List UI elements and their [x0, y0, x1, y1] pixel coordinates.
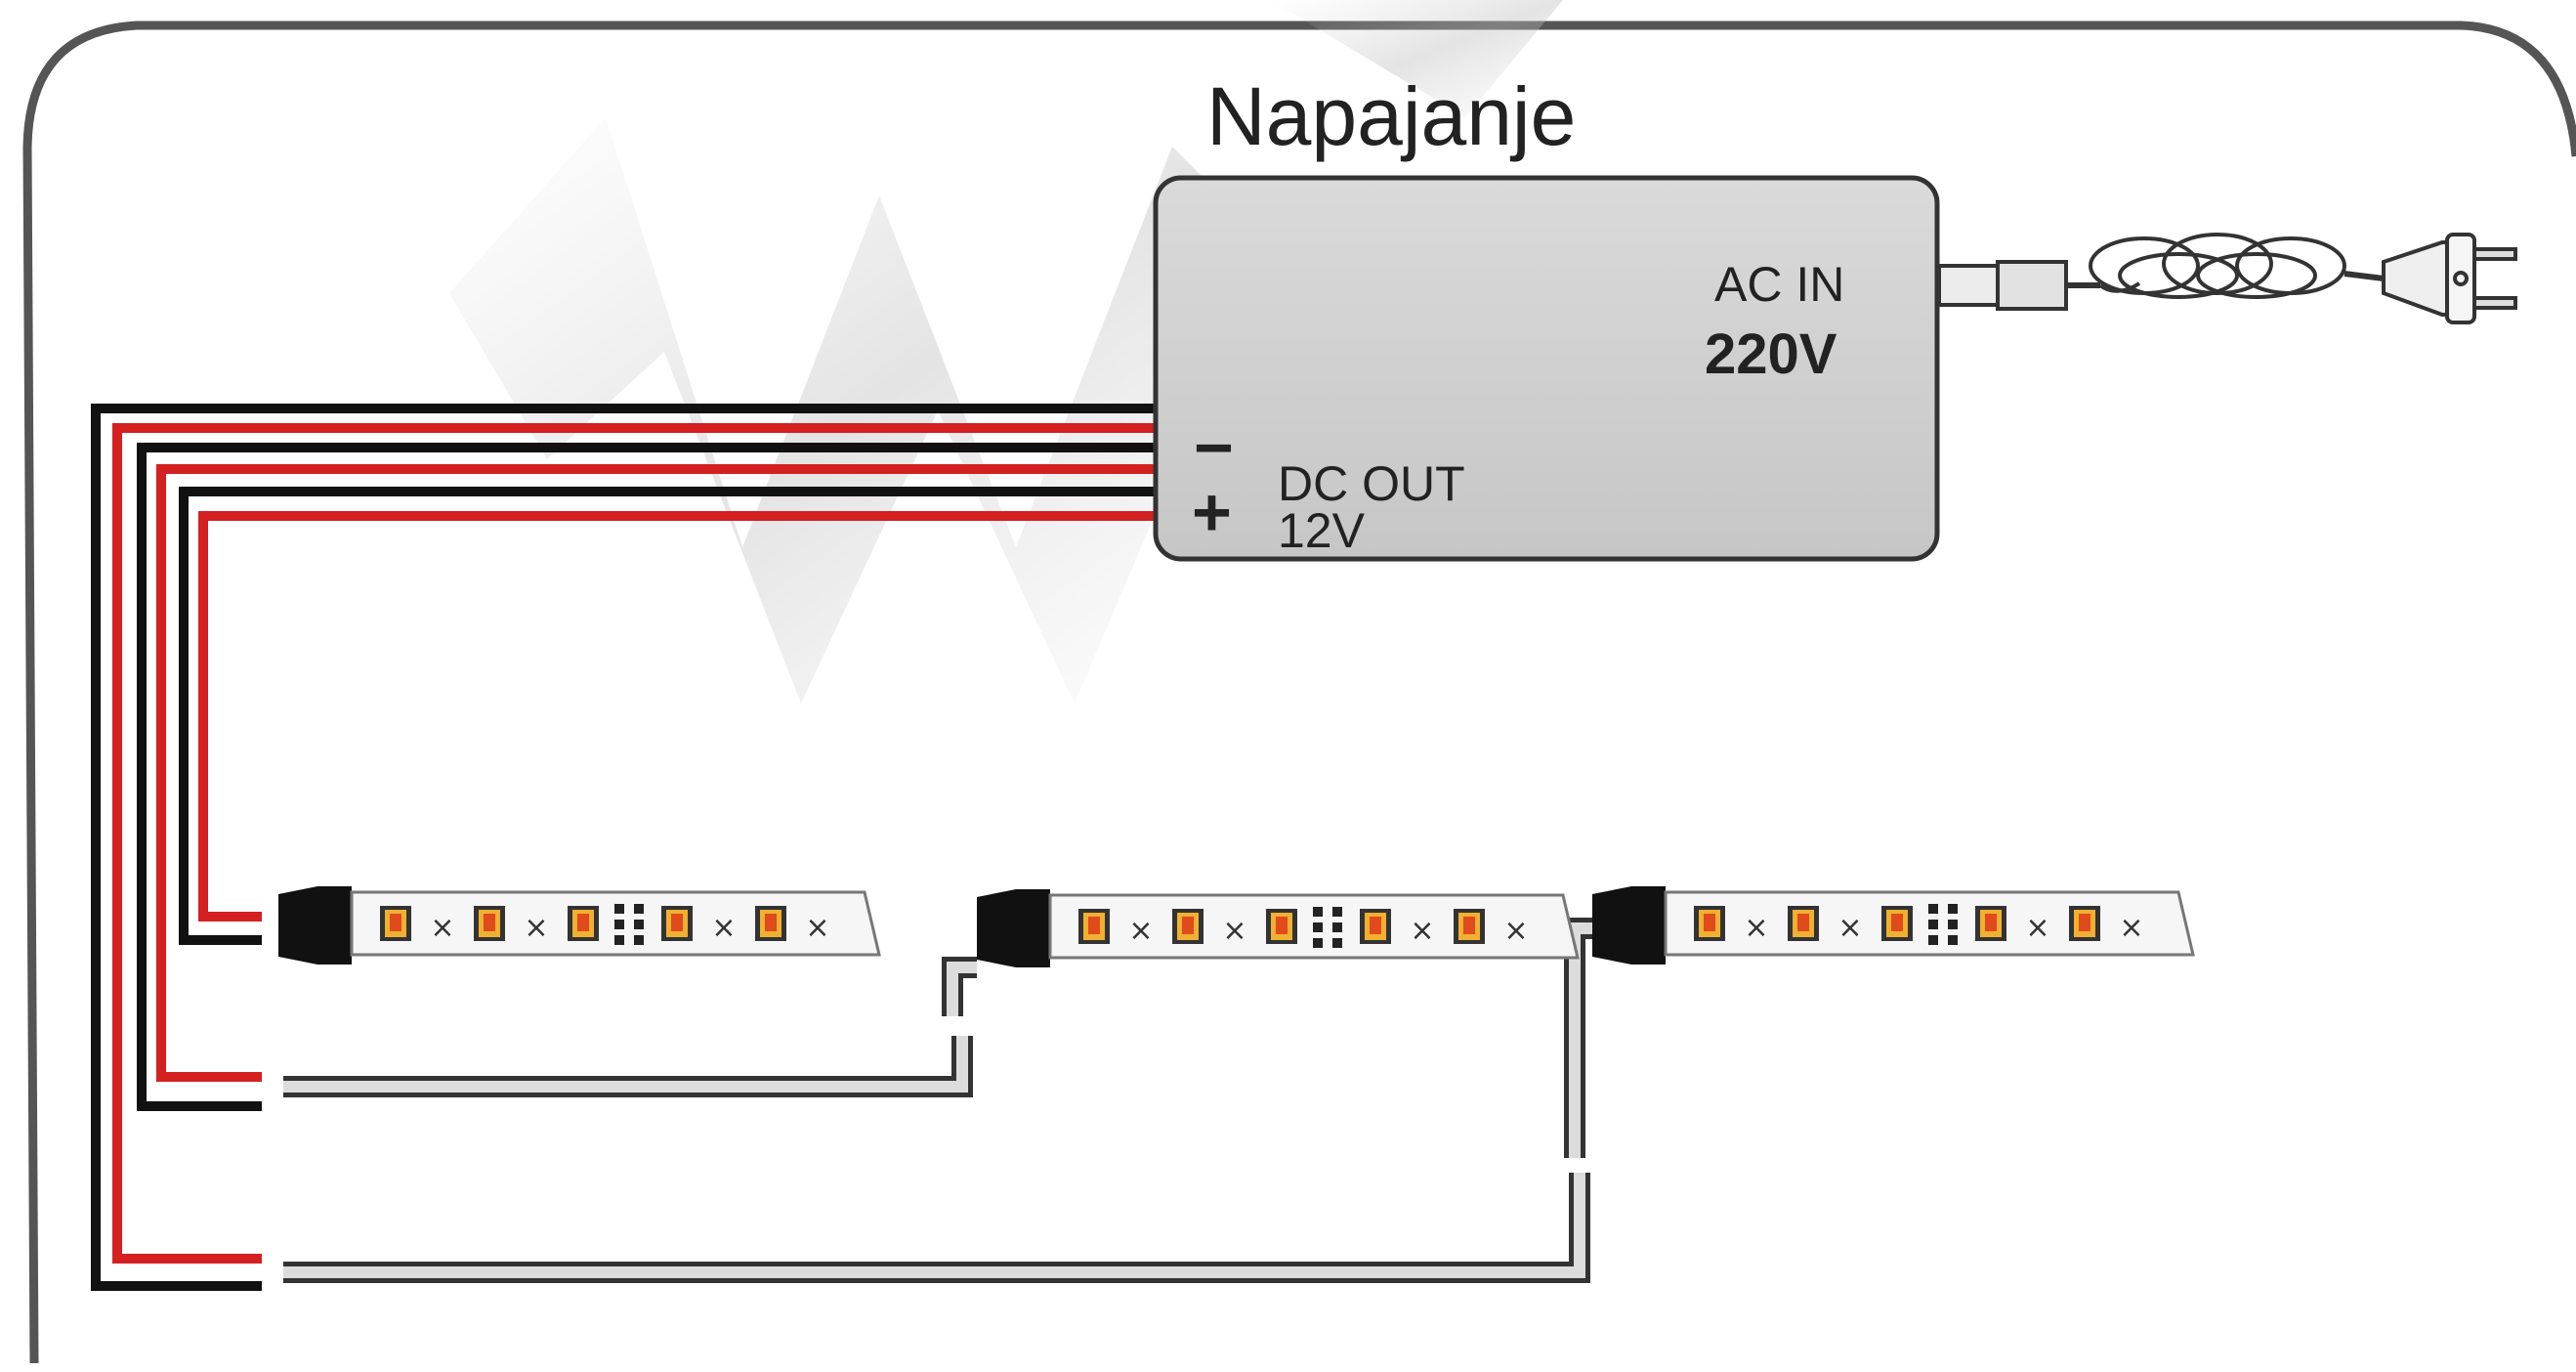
resistor-mark: × [1128, 914, 1153, 948]
led-chip-core [1182, 917, 1194, 934]
ac-cord [1937, 233, 2517, 324]
led-chip-core [2079, 914, 2090, 931]
chip-pad [1928, 935, 1938, 945]
led-chip-core [577, 914, 589, 931]
led-chip-core [1276, 917, 1288, 934]
resistor-mark: × [1744, 911, 1768, 945]
ac-in-label: AC IN [1714, 257, 1844, 312]
extension-cable-2 [283, 918, 1592, 1283]
dc-connector-icon [1592, 886, 1666, 965]
led-chip-core [1370, 917, 1381, 934]
resistor-mark: × [2119, 911, 2143, 945]
resistor-mark: × [1837, 911, 1862, 945]
dc-voltage-label: 12V [1278, 503, 1366, 558]
led-chip-core [1463, 917, 1475, 934]
led-chip-core [484, 914, 495, 931]
chip-pad [614, 935, 624, 945]
dc-out-label: DC OUT [1278, 456, 1465, 511]
resistor-mark: × [2025, 911, 2049, 945]
positive-wires [112, 423, 1158, 1264]
led-chip-core [390, 914, 401, 931]
chip-pad [634, 935, 644, 945]
chip-pad [1332, 907, 1342, 917]
led-strip-1: × × × × [278, 886, 881, 965]
led-strip-2: × × × × [977, 889, 1580, 967]
resistor-mark: × [524, 911, 548, 945]
chip-pad [634, 920, 644, 929]
chip-pad [614, 904, 624, 914]
resistor-mark: × [430, 911, 454, 945]
extension-cable-1 [283, 957, 977, 1097]
led-chip-core [671, 914, 683, 931]
chip-pad [1313, 907, 1323, 917]
diagram-title: Napajanje [1206, 70, 1576, 162]
led-chip-core [1891, 914, 1903, 931]
led-strip-3: × × × × [1592, 886, 2195, 965]
led-chip-core [1797, 914, 1809, 931]
resistor-mark: × [1503, 914, 1528, 948]
dc-connector-icon [278, 886, 352, 965]
minus-sign: − [1194, 409, 1234, 486]
resistor-mark: × [1410, 914, 1434, 948]
resistor-mark: × [1222, 914, 1246, 948]
chip-pad [1948, 904, 1958, 914]
chip-pad [1313, 922, 1323, 932]
led-chip-core [1088, 917, 1100, 934]
chip-pad [1928, 904, 1938, 914]
chip-pad [634, 904, 644, 914]
chip-pad [1948, 935, 1958, 945]
power-plug-icon [2382, 233, 2517, 324]
plus-sign: + [1192, 474, 1232, 550]
chip-pad [1313, 938, 1323, 948]
coiled-cord-icon [2089, 233, 2346, 299]
power-supply: AC IN 220V DC OUT 12V − + [1153, 175, 1940, 562]
chip-pad [1332, 938, 1342, 948]
led-chip-core [1985, 914, 1997, 931]
chip-pad [614, 920, 624, 929]
resistor-mark: × [805, 911, 829, 945]
led-chip-core [765, 914, 777, 931]
led-strips: × × × × × × × × × × × × [278, 886, 2195, 967]
negative-wires [91, 404, 1158, 1291]
chip-pad [1948, 920, 1958, 929]
chip-pad [1332, 922, 1342, 932]
ac-voltage-label: 220V [1705, 322, 1837, 386]
dc-connector-icon [977, 889, 1050, 967]
chip-pad [1928, 920, 1938, 929]
diagram-frame [22, 21, 2576, 1364]
resistor-mark: × [711, 911, 736, 945]
led-chip-core [1704, 914, 1715, 931]
